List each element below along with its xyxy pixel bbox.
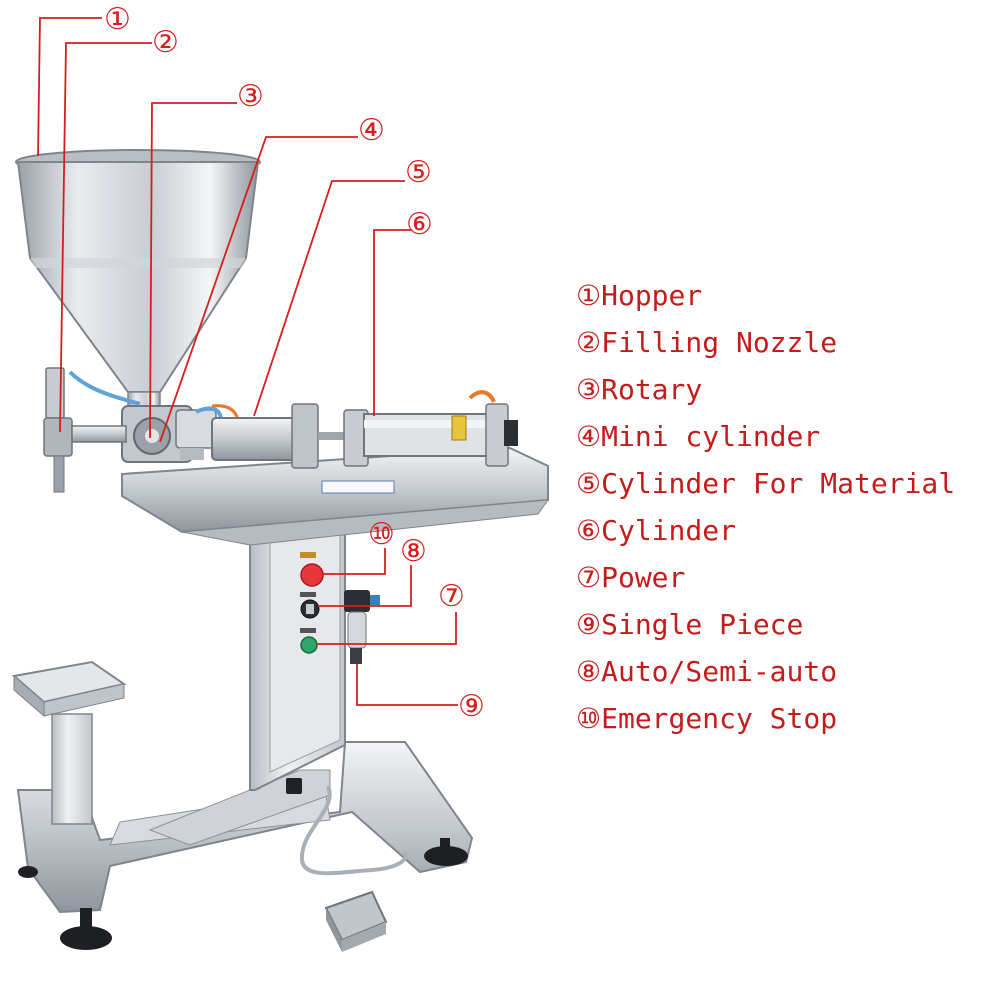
rotary-valve [121, 405, 193, 463]
emergency-stop-button[interactable] [300, 563, 324, 587]
legend-item-mini-cylinder: ④Mini cylinder [576, 420, 821, 453]
pneumatic-cylinder [343, 403, 518, 467]
legend-item-hopper: ①Hopper [576, 279, 703, 312]
callout-number-3: ③ [237, 79, 264, 114]
callout-number-5: ⑤ [405, 155, 432, 190]
leader-line-9 [356, 664, 458, 706]
filling-nozzle [43, 367, 127, 493]
callout-number-9: ⑨ [458, 689, 485, 724]
callout-number-7: ⑦ [438, 579, 465, 614]
legend-item-single-piece: ⑨Single Piece [576, 608, 804, 641]
callout-number-10: ⑩ [368, 517, 395, 552]
legend-item-rotary: ③Rotary [576, 373, 703, 406]
parts-legend: ①Hopper ②Filling Nozzle ③Rotary ④Mini cy… [576, 272, 955, 742]
leader-line-5 [253, 180, 405, 417]
legend-item-power: ⑦Power [576, 561, 686, 594]
legend-item-cylinder: ⑥Cylinder [576, 514, 736, 547]
legend-item-emergency-stop: ⑩Emergency Stop [576, 702, 838, 735]
legend-item-filling-nozzle: ②Filling Nozzle [576, 326, 838, 359]
callout-number-2: ② [152, 25, 179, 60]
leader-line-4 [159, 136, 358, 443]
material-cylinder [211, 403, 348, 469]
power-button[interactable] [300, 636, 318, 654]
callout-numbers: ① ② ③ ④ ⑤ ⑥ ⑦ ⑧ ⑨ ⑩ [104, 2, 485, 724]
leader-line-1 [37, 17, 102, 157]
leader-line-7 [316, 612, 457, 645]
air-tube [468, 390, 496, 403]
machine-illustration [11, 149, 550, 952]
air-tube [68, 370, 141, 406]
leveling-feet [18, 838, 468, 950]
leader-lines [37, 17, 458, 706]
leader-line-8 [318, 565, 412, 607]
name-plate [321, 480, 395, 494]
mini-cylinder [175, 409, 217, 460]
callout-number-8: ⑧ [400, 534, 427, 569]
foot-pedal [324, 890, 388, 952]
leader-line-2 [59, 42, 152, 433]
callout-number-6: ⑥ [406, 207, 433, 242]
leader-line-6 [373, 229, 412, 416]
leader-line-3 [149, 102, 237, 439]
foot-pedal-cable [299, 785, 408, 876]
step-stool [11, 660, 127, 825]
power-socket [286, 778, 302, 794]
leader-line-10 [322, 548, 386, 575]
air-regulator [344, 590, 380, 664]
callout-number-1: ① [104, 2, 131, 37]
legend-item-auto-semi-auto: ⑧Auto/Semi-auto [576, 655, 838, 688]
table-skirt [181, 499, 550, 546]
callout-number-4: ④ [358, 113, 385, 148]
control-panel [286, 552, 324, 794]
legend-item-cylinder-for-material: ⑤Cylinder For Material [576, 467, 956, 500]
